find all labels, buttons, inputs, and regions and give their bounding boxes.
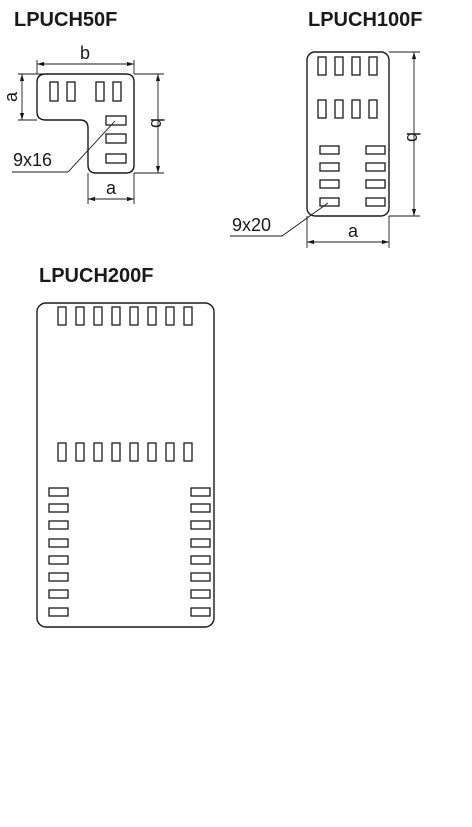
lpuch100f-dim-a-label: a [348, 221, 359, 241]
slot [147, 442, 157, 462]
slot [183, 442, 193, 462]
slot [165, 306, 175, 326]
slot [48, 538, 69, 548]
slot [49, 81, 59, 102]
slot [105, 115, 127, 126]
slot [334, 56, 344, 76]
slot [95, 81, 105, 102]
slot [190, 607, 211, 617]
slot [190, 555, 211, 565]
slot [317, 99, 327, 119]
slot [48, 555, 69, 565]
slot [183, 306, 193, 326]
slot [190, 538, 211, 548]
lpuch100f-slot-callout: 9x20 [230, 202, 329, 237]
lpuch100f-left-slots [319, 145, 340, 207]
slot [57, 306, 67, 326]
lpuch50f-dim-b-side-label: b [147, 118, 167, 128]
slot [111, 306, 121, 326]
slot [365, 145, 386, 155]
slot [319, 179, 340, 189]
lpuch50f-dim-b-right: b [134, 73, 167, 174]
slot [351, 99, 361, 119]
slot [48, 572, 69, 582]
slot [319, 197, 340, 207]
slot [165, 442, 175, 462]
lpuch100f-top-slots-row1 [317, 56, 378, 76]
slot [75, 306, 85, 326]
slot [334, 99, 344, 119]
lpuch50f-title: LPUCH50F [14, 9, 117, 31]
slot [48, 607, 69, 617]
slot [66, 81, 76, 102]
slot [93, 306, 103, 326]
slot [365, 197, 386, 207]
lpuch100f-slot-size-label: 9x20 [232, 215, 271, 235]
slot [351, 56, 361, 76]
slot [319, 145, 340, 155]
lpuch200f-drawing: LPUCH200F [36, 265, 215, 628]
lpuch100f-title: LPUCH100F [308, 9, 422, 31]
lpuch100f-dim-b: b [389, 51, 423, 217]
slot [365, 162, 386, 172]
lpuch100f-top-slots-row2 [317, 99, 378, 119]
slot [48, 520, 69, 530]
lpuch50f-top-slots [49, 81, 122, 102]
slot [190, 589, 211, 599]
slot [105, 133, 127, 144]
slot [319, 162, 340, 172]
lpuch200f-right-slots [190, 487, 211, 617]
slot [147, 306, 157, 326]
slot [190, 520, 211, 530]
slot [129, 442, 139, 462]
lpuch100f-dim-a: a [306, 216, 390, 248]
lpuch50f-dim-a-left: a [1, 73, 46, 121]
lpuch200f-top-slots-row2 [57, 442, 193, 462]
lpuch50f-slot-size-label: 9x16 [13, 150, 52, 170]
lpuch100f-drawing: LPUCH100F [230, 9, 423, 248]
slot [48, 503, 69, 513]
lpuch50f-side-slots [105, 115, 127, 164]
lpuch200f-left-slots [48, 487, 69, 617]
slot [75, 442, 85, 462]
slot [48, 487, 69, 497]
slot [48, 589, 69, 599]
slot [190, 572, 211, 582]
lpuch100f-dim-b-label: b [403, 132, 423, 142]
slot [112, 81, 122, 102]
lpuch50f-dim-a-bottom-label: a [106, 178, 117, 198]
slot [190, 503, 211, 513]
lpuch50f-drawing: LPUCH50F b a [1, 9, 167, 204]
lpuch200f-top-slots-row1 [57, 306, 193, 326]
slot [365, 179, 386, 189]
lpuch50f-slot-callout: 9x16 [12, 120, 116, 173]
lpuch200f-outline [36, 302, 215, 628]
slot [317, 56, 327, 76]
slot [368, 56, 378, 76]
slot [93, 442, 103, 462]
lpuch50f-dim-a-bottom: a [87, 173, 135, 204]
lpuch50f-dim-b-top: b [36, 43, 135, 74]
lpuch50f-dim-b-label: b [80, 43, 90, 63]
lpuch200f-title: LPUCH200F [39, 265, 153, 287]
lpuch100f-outline [306, 51, 390, 217]
lpuch50f-outline [36, 73, 135, 174]
lpuch100f-right-slots [365, 145, 386, 207]
slot [111, 442, 121, 462]
slot [129, 306, 139, 326]
slot [368, 99, 378, 119]
lpuch50f-dim-a-side-label: a [1, 91, 21, 102]
slot [57, 442, 67, 462]
slot [190, 487, 211, 497]
slot [105, 153, 127, 164]
